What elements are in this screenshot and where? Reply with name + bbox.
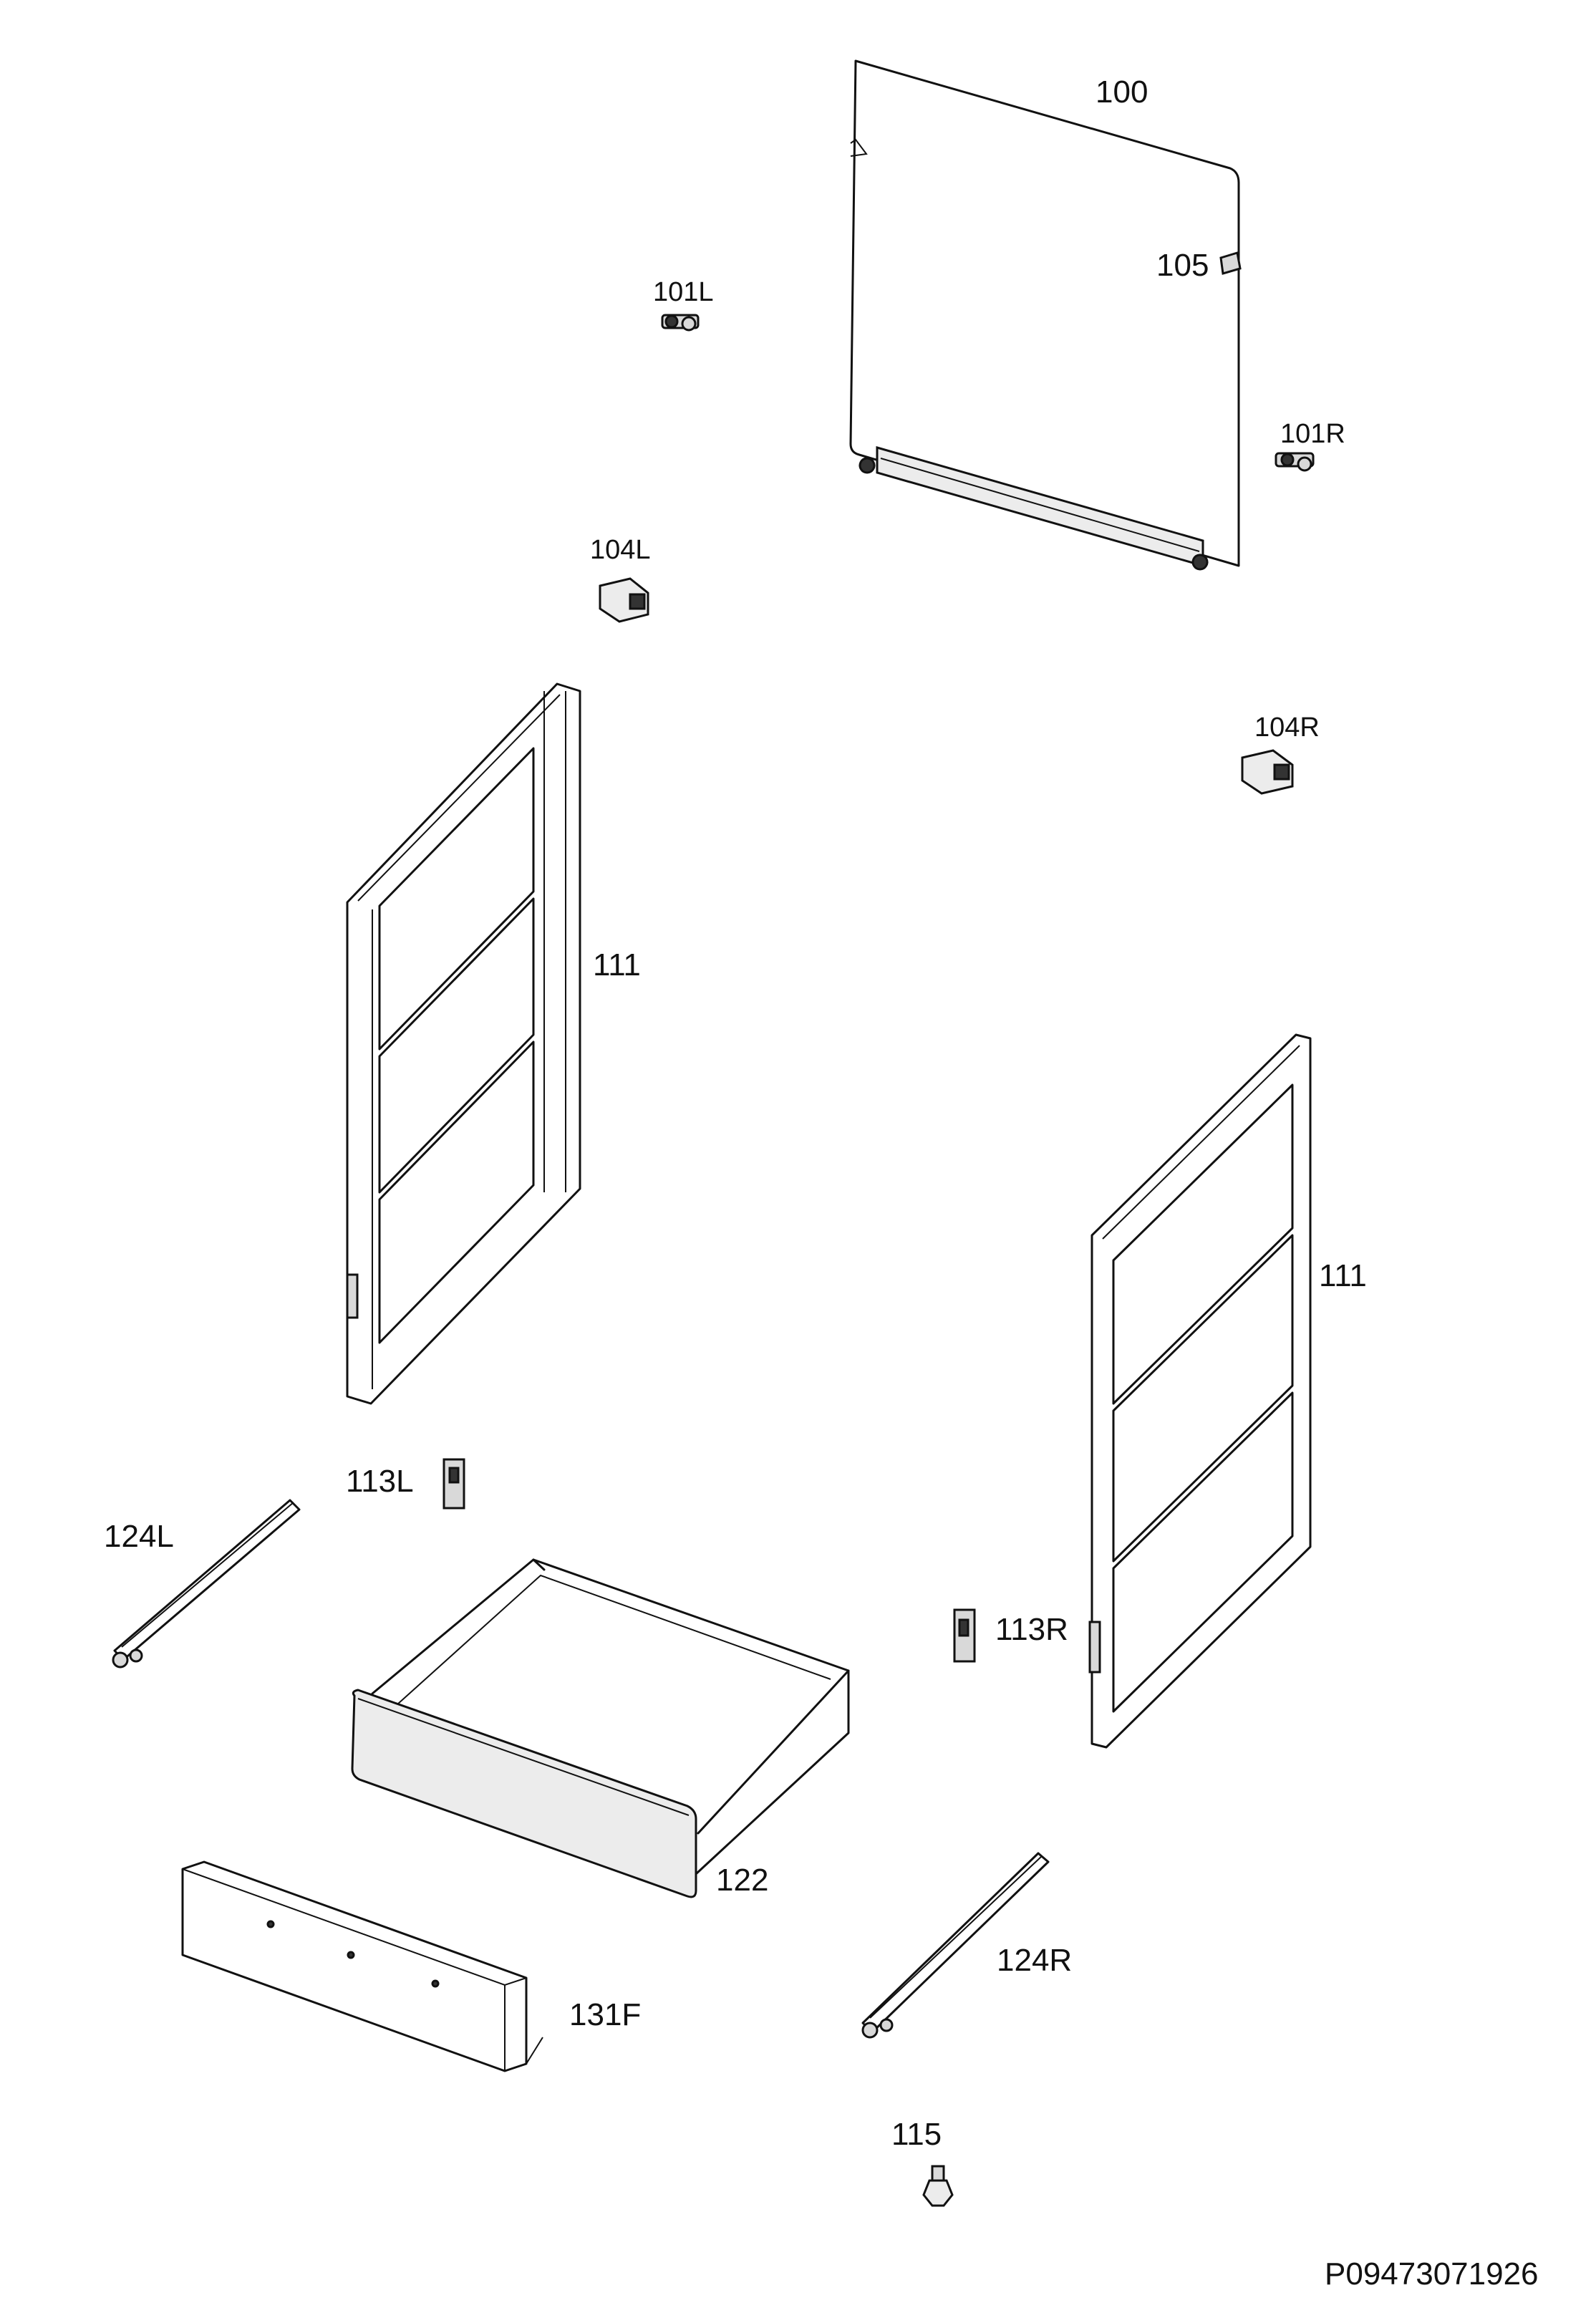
hinge-pin-101R xyxy=(1275,452,1315,472)
hinge-104L xyxy=(599,577,649,623)
side-frame-right-111 xyxy=(1088,1033,1312,1749)
rail-124R xyxy=(861,1852,1050,2039)
label-122: 122 xyxy=(716,1863,768,1898)
hinge-pin-101L xyxy=(661,314,700,332)
front-panel-131F xyxy=(181,1860,543,2072)
rail-124L xyxy=(112,1499,301,1669)
label-105: 105 xyxy=(1156,248,1209,283)
label-113R: 113R xyxy=(995,1612,1068,1647)
label-113L: 113L xyxy=(346,1464,414,1499)
drawer-122 xyxy=(351,1558,850,1898)
label-111-right: 111 xyxy=(1319,1258,1367,1293)
hinge-104R xyxy=(1241,749,1294,795)
diagram-code: P09473071926 xyxy=(1325,2256,1539,2292)
label-100: 100 xyxy=(1096,74,1148,110)
door-glass-panel-100 xyxy=(849,59,1240,571)
label-101L: 101L xyxy=(653,277,714,307)
bracket-113L xyxy=(442,1458,465,1510)
label-124R: 124R xyxy=(997,1943,1072,1978)
side-frame-left-111 xyxy=(346,682,581,1405)
label-115: 115 xyxy=(891,2117,942,2152)
label-111-left: 111 xyxy=(593,947,641,982)
bracket-113R xyxy=(953,1608,976,1663)
label-131F: 131F xyxy=(569,1997,641,2032)
label-104R: 104R xyxy=(1254,713,1320,743)
label-101R: 101R xyxy=(1280,419,1345,449)
foot-115 xyxy=(922,2165,954,2207)
label-104L: 104L xyxy=(590,535,651,565)
catch-105 xyxy=(1219,251,1242,275)
label-124L: 124L xyxy=(104,1519,174,1554)
